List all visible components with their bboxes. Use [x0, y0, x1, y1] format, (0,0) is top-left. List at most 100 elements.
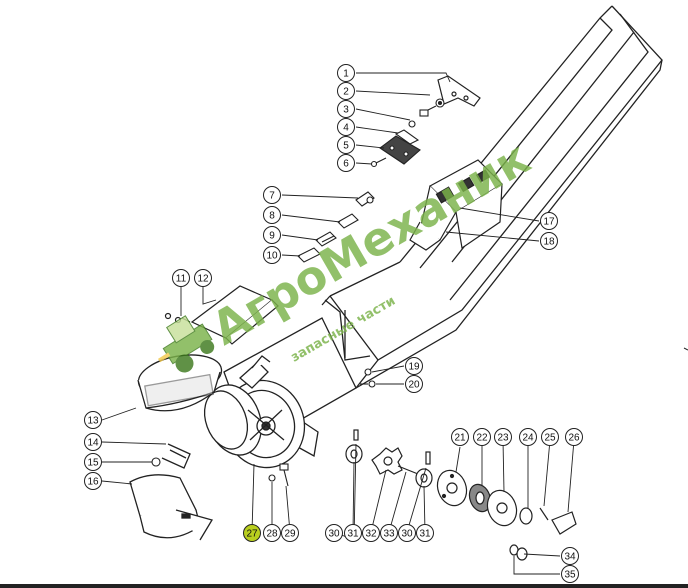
callout-circle: [263, 246, 281, 264]
callout-circle: [337, 82, 355, 100]
callout-label: 10: [266, 251, 278, 262]
callout-label: 29: [284, 529, 296, 540]
callout-10: 10: [263, 246, 281, 264]
callout-16: 16: [84, 472, 102, 490]
callout-8: 8: [263, 206, 281, 224]
callout-label: 19: [408, 362, 420, 373]
callout-34: 34: [561, 547, 579, 565]
callout-circle: [84, 411, 102, 429]
callout-label: 5: [343, 141, 349, 152]
part-u-bolt: [161, 443, 191, 469]
callout-label: 34: [564, 552, 576, 563]
callout-label: 20: [408, 380, 420, 391]
callout-label: 18: [543, 237, 555, 248]
callout-32: 32: [362, 524, 380, 542]
callout-4: 4: [337, 118, 355, 136]
bottom-rule: [0, 584, 688, 588]
callout-circle: [194, 269, 212, 287]
callout-label: 16: [87, 477, 99, 488]
part-bearing-assembly: [436, 469, 577, 561]
callout-label: 32: [365, 529, 377, 540]
callout-label: 31: [419, 529, 431, 540]
part-small-bolts: [268, 463, 289, 487]
callout-18: 18: [540, 232, 558, 250]
callout-label: 30: [328, 529, 340, 540]
callout-circle: [405, 357, 423, 375]
part-gasket: [394, 129, 420, 145]
callout-label: 15: [87, 458, 99, 469]
callout-circle: [473, 428, 491, 446]
part-bolt-washer: [408, 98, 445, 128]
callout-25: 25: [541, 428, 559, 446]
part-housing-bolts: [360, 368, 376, 388]
callout-circle: [362, 524, 380, 542]
callout-label: 9: [269, 231, 275, 242]
callout-17: 17: [540, 212, 558, 230]
callout-label: 28: [266, 529, 278, 540]
callout-circle: [172, 269, 190, 287]
callout-19: 19: [405, 357, 423, 375]
part-clamp-shell: [129, 474, 213, 541]
callout-circle: [263, 186, 281, 204]
callout-circle: [337, 154, 355, 172]
callout-label: 13: [87, 416, 99, 427]
callout-35: 35: [561, 565, 579, 583]
callout-13: 13: [84, 411, 102, 429]
part-drum-ring: [137, 354, 223, 412]
callout-7: 7: [263, 186, 281, 204]
callout-circle: [398, 524, 416, 542]
leader-lines: [101, 72, 575, 575]
callout-label: 22: [476, 433, 488, 444]
callout-22: 22: [473, 428, 491, 446]
callout-circle: [337, 64, 355, 82]
callout-15: 15: [84, 453, 102, 471]
callout-label: 1: [343, 69, 349, 80]
callout-11: 11: [172, 269, 190, 287]
callout-circle: [344, 524, 362, 542]
callout-6: 6: [337, 154, 355, 172]
callout-circle: [325, 524, 343, 542]
callout-2: 2: [337, 82, 355, 100]
callout-circle: [84, 472, 102, 490]
callout-label: 23: [497, 433, 509, 444]
callout-circle: [494, 428, 512, 446]
callout-30b: 30: [398, 524, 416, 542]
callout-label: 3: [343, 105, 349, 116]
callout-circle: [540, 232, 558, 250]
part-bracket-plate: [437, 75, 481, 107]
callout-20: 20: [405, 375, 423, 393]
part-shaft-assembly: [345, 429, 433, 488]
callout-circle: [84, 433, 102, 451]
callout-circle: [561, 565, 579, 583]
callout-label: 4: [343, 123, 349, 134]
callout-label: 6: [343, 159, 349, 170]
callout-circle: [281, 524, 299, 542]
callout-24: 24: [519, 428, 537, 446]
conveyor-tube: [321, 5, 663, 389]
callout-label: 14: [87, 438, 99, 449]
callout-label: 25: [544, 433, 556, 444]
callout-label: 17: [543, 217, 555, 228]
callout-circle: [540, 212, 558, 230]
tractor-icon: [157, 315, 215, 373]
callout-circle: [84, 453, 102, 471]
callout-label: 12: [197, 274, 209, 285]
callout-label: 21: [454, 433, 466, 444]
callout-circle: [243, 524, 261, 542]
callout-31b: 31: [416, 524, 434, 542]
callout-circle: [565, 428, 583, 446]
callout-label: 30: [401, 529, 413, 540]
auger-housing: [203, 317, 357, 469]
callout-label: 33: [383, 529, 395, 540]
callout-circle: [337, 100, 355, 118]
callout-29: 29: [281, 524, 299, 542]
callout-12: 12: [194, 269, 212, 287]
callout-23: 23: [494, 428, 512, 446]
callout-label: 27: [246, 529, 258, 540]
callout-circle: [337, 136, 355, 154]
callout-label: 31: [347, 529, 359, 540]
callout-circle: [561, 547, 579, 565]
callout-label: 11: [176, 274, 187, 285]
callout-27: 27: [243, 524, 261, 542]
